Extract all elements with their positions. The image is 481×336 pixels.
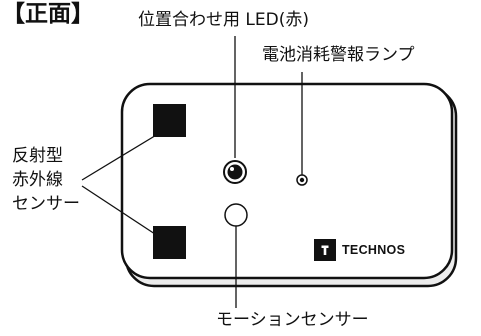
ir-sensor-label-line-1: 反射型 [12, 146, 63, 166]
brand-logo: TECHNOS [313, 238, 405, 262]
battery-lamp-inner [299, 177, 305, 183]
ir-sensor-top [153, 104, 186, 137]
motion-sensor-label: モーションセンサー [216, 310, 369, 330]
ir-sensor-label-line-2: 赤外線 [12, 170, 63, 190]
device-body [120, 82, 454, 280]
positioning-led-highlight [230, 167, 234, 171]
brand-name: TECHNOS [342, 242, 406, 257]
led-label: 位置合わせ用 LED(赤) [138, 10, 309, 30]
ir-sensor-bottom [153, 226, 186, 259]
front-view-heading: 【正面】 [2, 1, 94, 27]
technos-logo-icon [314, 239, 336, 261]
battery-lamp-label: 電池消耗警報ランプ [262, 45, 415, 65]
motion-sensor [224, 203, 248, 227]
ir-leader-line-top [81, 133, 159, 181]
ir-leader-line-bottom [81, 185, 159, 237]
positioning-led-inner [227, 164, 243, 180]
ir-sensor-label-line-3: センサー [12, 194, 80, 214]
